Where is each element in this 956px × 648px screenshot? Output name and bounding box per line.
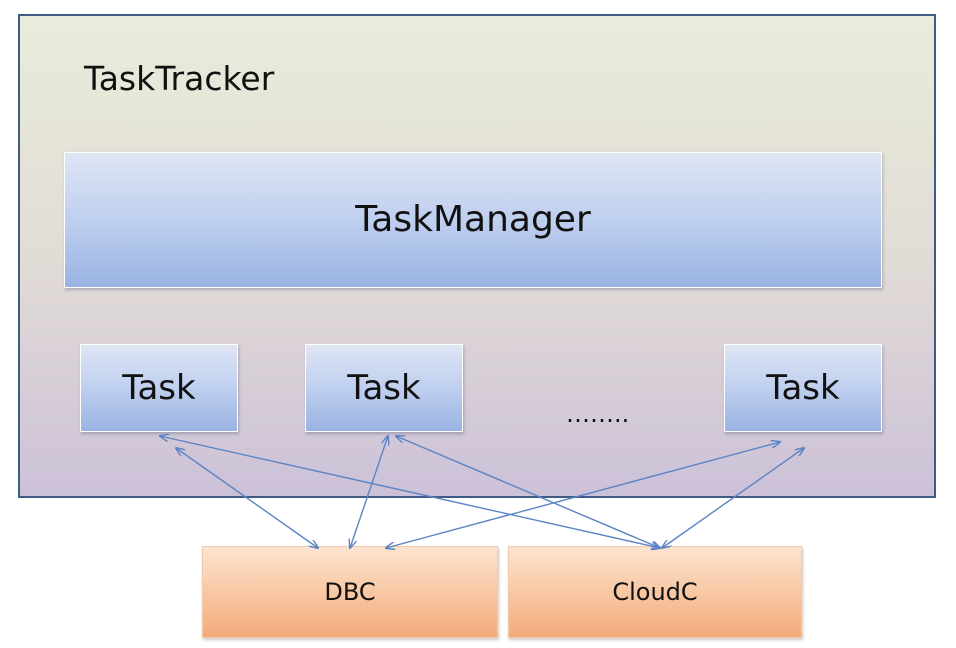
task-box-1: Task [80,344,238,432]
task-box-3: Task [724,344,882,432]
task-label-2: Task [347,368,421,408]
task-ellipsis: …….. [566,400,630,428]
cloudc-box: CloudC [508,546,802,638]
dbc-label: DBC [324,578,376,606]
task-label-1: Task [122,368,196,408]
tasktracker-title: TaskTracker [84,59,275,98]
dbc-box: DBC [202,546,498,638]
taskmanager-box: TaskManager [64,152,882,288]
task-box-2: Task [305,344,463,432]
cloudc-label: CloudC [612,578,698,606]
taskmanager-label: TaskManager [355,199,591,240]
task-label-3: Task [766,368,840,408]
